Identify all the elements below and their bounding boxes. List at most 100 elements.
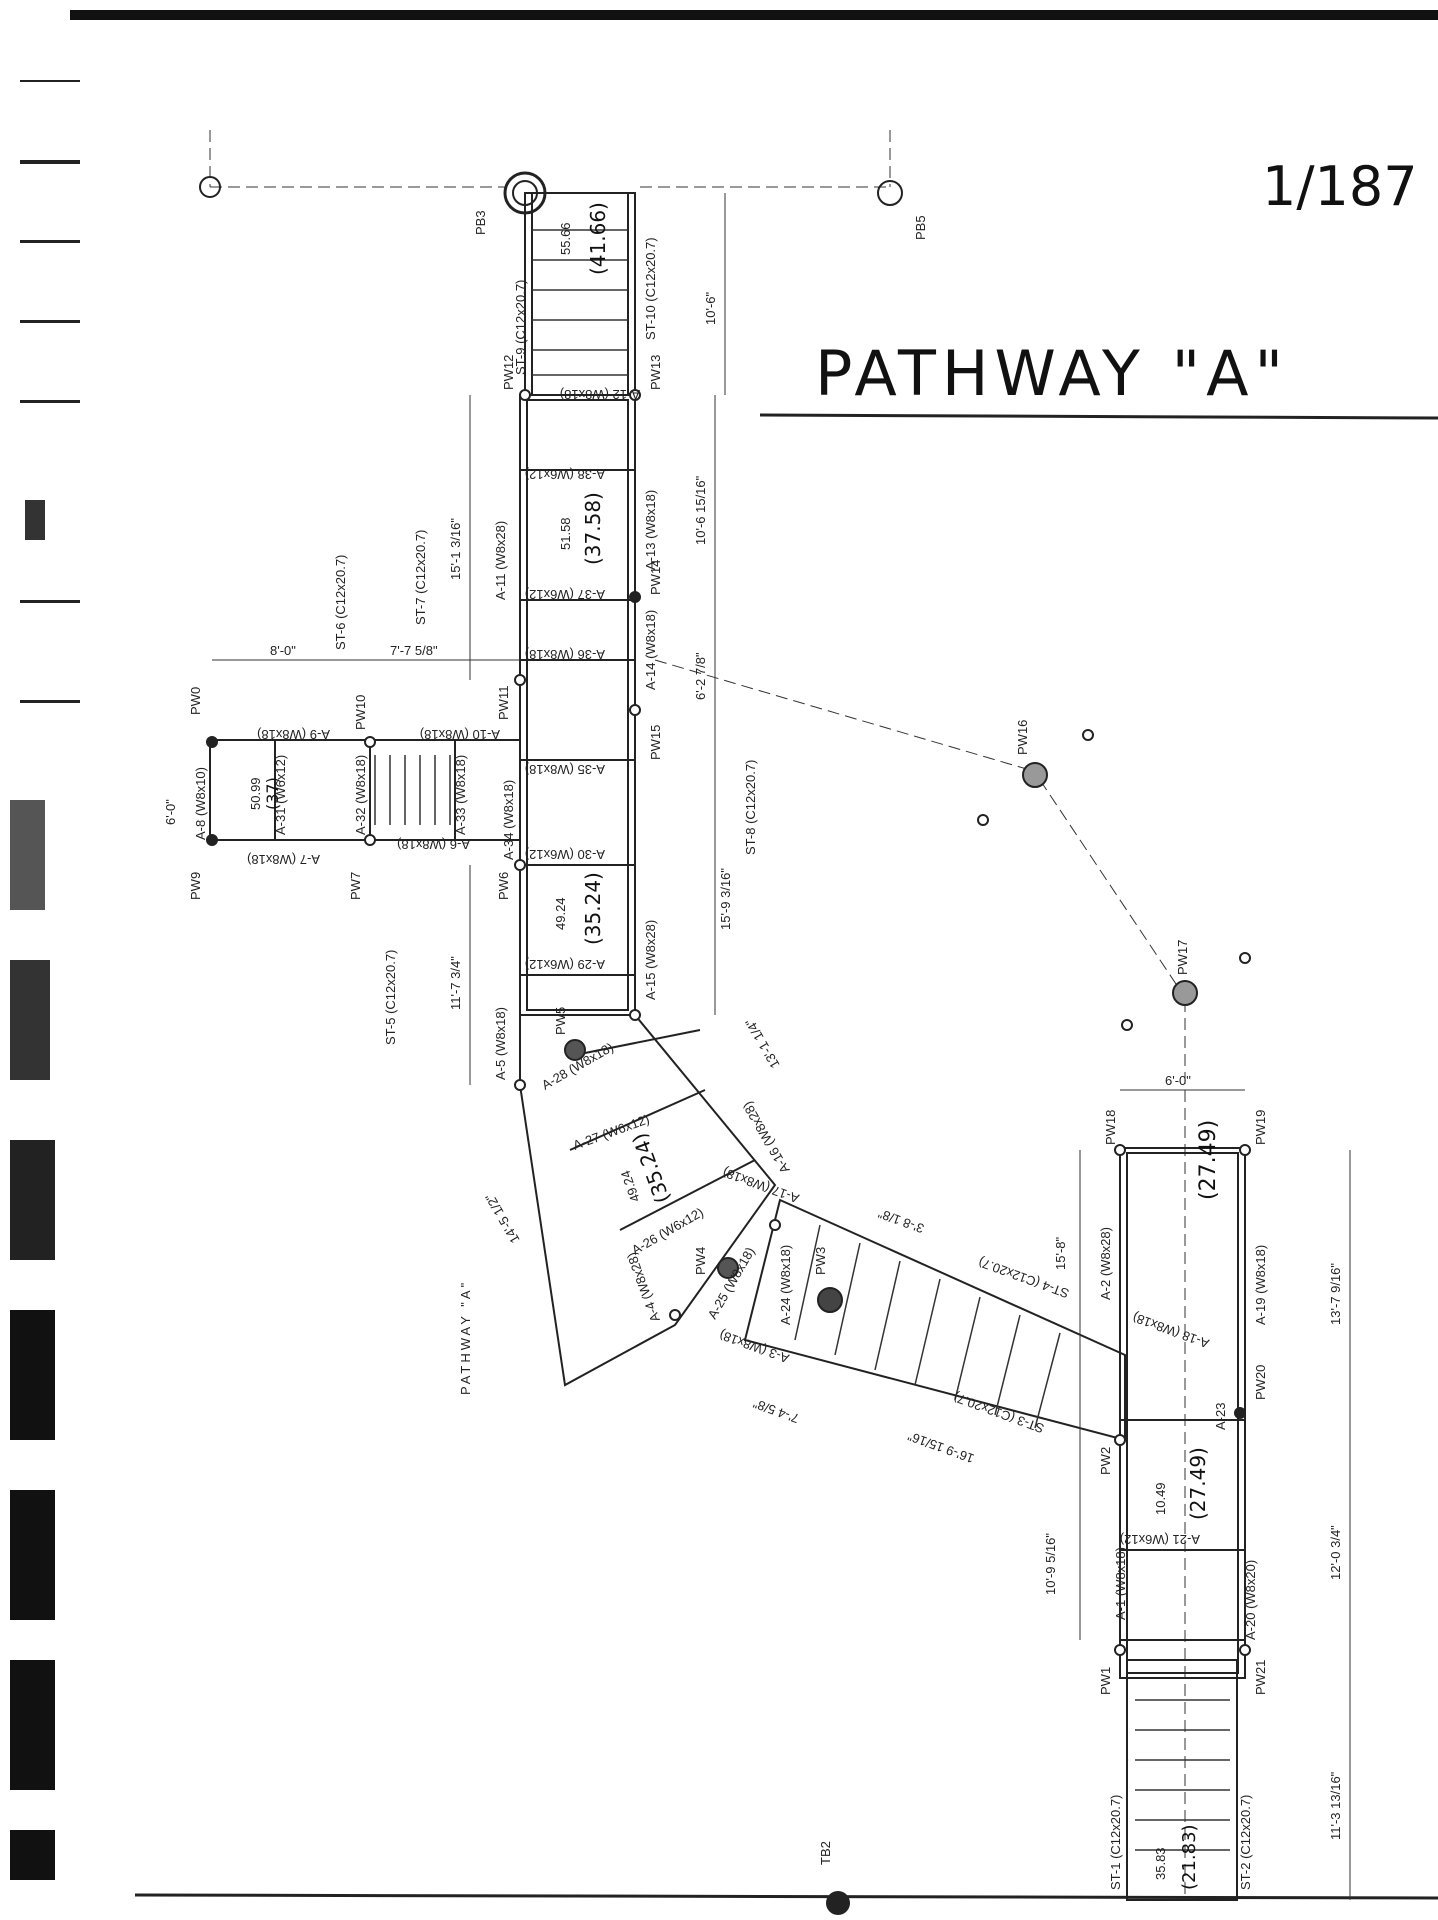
dimension-label: 14'-5 1/2" xyxy=(482,1191,523,1246)
dimension-label: 13'-7 9/16" xyxy=(1328,1263,1343,1325)
node-label: PW13 xyxy=(648,355,663,390)
panel-values: 55.66 (41.66) 51.58 (37.58) 49.24 (35.24… xyxy=(248,202,1221,1890)
member-label: A-32 (W8x18) xyxy=(353,755,368,835)
dimension-label: 12'-0 3/4" xyxy=(1328,1525,1343,1580)
stair-label: ST-10 (C12x20.7) xyxy=(643,237,658,340)
member-label: A-2 (W8x28) xyxy=(1098,1227,1113,1300)
member-label: A-3 (W8x18) xyxy=(717,1327,791,1366)
post-label: TB2 xyxy=(818,1841,833,1865)
panel-note: (41.66) xyxy=(586,202,610,275)
member-label: A-13 (W8x18) xyxy=(643,490,658,570)
member-label: A-30 (W6x12) xyxy=(525,847,605,862)
member-label: A-9 (W8x18) xyxy=(257,727,330,742)
stair-label: ST-7 (C12x20.7) xyxy=(413,530,428,625)
stair-label: ST-9 (C12x20.7) xyxy=(513,280,528,375)
dimension-label: 10'-6 15/16" xyxy=(693,475,708,545)
node-labels: PW0 PW9 PW7 PW10 PW6 PW11 PW12 PW13 PW14… xyxy=(188,355,1268,1695)
panel-value: 50.99 xyxy=(248,777,263,810)
node-label: PW2 xyxy=(1098,1447,1113,1475)
stair-label: ST-5 (C12x20.7) xyxy=(383,950,398,1045)
panel-note: (27.49) xyxy=(1196,1120,1221,1200)
panel-value: 35.83 xyxy=(1153,1847,1168,1880)
panel-note: (37.58) xyxy=(581,492,605,565)
dimension-label: 11'-7 3/4" xyxy=(448,956,463,1010)
title: PATHWAY "A" xyxy=(815,337,1289,410)
binding-strip xyxy=(10,80,80,1880)
dimension-label: 10'-9 5/16" xyxy=(1043,1533,1058,1595)
side-title: PATHWAY "A" xyxy=(458,1280,473,1395)
node-label: PW14 xyxy=(648,560,663,595)
member-label: A-18 (W8x18) xyxy=(1131,1310,1211,1352)
node-label: PW10 xyxy=(353,695,368,730)
post-label: PB5 xyxy=(913,215,928,240)
panel-note: (27.49) xyxy=(1186,1447,1210,1520)
panel-value: 49.24 xyxy=(618,1168,643,1204)
stair-label: ST-3 (C12x20.7) xyxy=(951,1390,1046,1437)
member-label: A-35 (W8x18) xyxy=(525,762,605,777)
member-label: A-36 (W8x18) xyxy=(525,647,605,662)
member-label: A-37 (W6x12) xyxy=(525,587,605,602)
member-label: A-15 (W8x28) xyxy=(643,920,658,1000)
dimension-label: 7'-7 5/8" xyxy=(390,643,438,658)
member-label: A-34 (W8x18) xyxy=(501,780,516,860)
dimension-label: 6'-0" xyxy=(1165,1073,1191,1088)
member-label: A-29 (W6x12) xyxy=(525,957,605,972)
dimension-label: 15'-1 3/16" xyxy=(448,518,463,580)
node-label: PW5 xyxy=(553,1007,568,1035)
panel-note: (37) xyxy=(263,777,282,810)
member-label: A-10 (W8x18) xyxy=(420,727,500,742)
node-label: PW3 xyxy=(813,1247,828,1275)
dimension-label: 15'-9 3/16" xyxy=(718,868,733,930)
panel-value: 51.58 xyxy=(558,517,573,550)
panel-value: 49.24 xyxy=(553,897,568,930)
post-label: PW16 xyxy=(1015,720,1030,755)
node-label: PW19 xyxy=(1253,1110,1268,1145)
stair-treads xyxy=(374,229,1230,1851)
panel-note: (21.83) xyxy=(1179,1824,1200,1890)
post-label: PB3 xyxy=(473,210,488,235)
walkway-structure xyxy=(209,192,1246,1901)
dimension-label: 15'-8" xyxy=(1053,1236,1068,1270)
member-label: A-25 (W8x18) xyxy=(705,1245,758,1322)
member-label: A-5 (W8x18) xyxy=(493,1007,508,1080)
member-label: A-7 (W8x18) xyxy=(247,852,320,867)
panel-value: 10.49 xyxy=(1153,1482,1168,1515)
node-label: PW20 xyxy=(1253,1365,1268,1400)
member-label: A-38 (W6x12) xyxy=(525,467,605,482)
member-label: A-20 (W8x20) xyxy=(1243,1560,1258,1640)
stair-label: ST-2 (C12x20.7) xyxy=(1238,1795,1253,1890)
nodes xyxy=(206,389,1251,1656)
dimension-label: 13'-1 1/4" xyxy=(742,1016,783,1071)
dimension-label: 3'-8 1/8" xyxy=(876,1206,926,1236)
dimension-label: 11'-3 13/16" xyxy=(1328,1771,1343,1840)
bottom-border xyxy=(134,1893,1438,1900)
dimension-labels: 10'-6" 10'-6 15/16" 15'-1 3/16" 6'-2 7/8… xyxy=(163,291,1343,1840)
member-label: A-11 (W8x28) xyxy=(493,521,508,600)
panel-note: (35.24) xyxy=(581,872,605,945)
member-label: A-19 (W8x18) xyxy=(1253,1245,1268,1325)
dimension-label: 7'-4 5/8" xyxy=(751,1396,801,1426)
member-label: A-12 (W8x18) xyxy=(560,387,640,402)
node-label: PW1 xyxy=(1098,1667,1113,1695)
node-label: PW0 xyxy=(188,687,203,715)
node-label: PW6 xyxy=(496,872,511,900)
member-label: A-33 (W8x18) xyxy=(453,755,468,835)
stair-label: ST-1 (C12x20.7) xyxy=(1108,1795,1123,1890)
node-label: PW21 xyxy=(1253,1660,1268,1695)
node-label: PW11 xyxy=(496,686,511,720)
title-underline xyxy=(759,413,1438,420)
panel-value: 55.66 xyxy=(558,222,573,255)
member-label: A-21 (W6x12) xyxy=(1120,1532,1200,1547)
dimension-lines xyxy=(212,193,1351,1900)
node-label: PW15 xyxy=(648,725,663,760)
post-label: PW17 xyxy=(1175,940,1190,975)
member-label: A-1 (W8x18) xyxy=(1113,1547,1128,1620)
posts: PB3 PB5 PW16 PW17 TB2 xyxy=(199,171,1251,1915)
top-border xyxy=(70,10,1438,20)
dimension-label: 10'-6" xyxy=(703,291,718,325)
member-label: A-4 (W8x28) xyxy=(624,1250,663,1324)
member-label: A-24 (W8x18) xyxy=(778,1245,793,1325)
member-label: A-31 (W6x12) xyxy=(273,755,288,835)
stair-labels: ST-1 (C12x20.7) ST-2 (C12x20.7) ST-3 (C1… xyxy=(333,237,1253,1890)
